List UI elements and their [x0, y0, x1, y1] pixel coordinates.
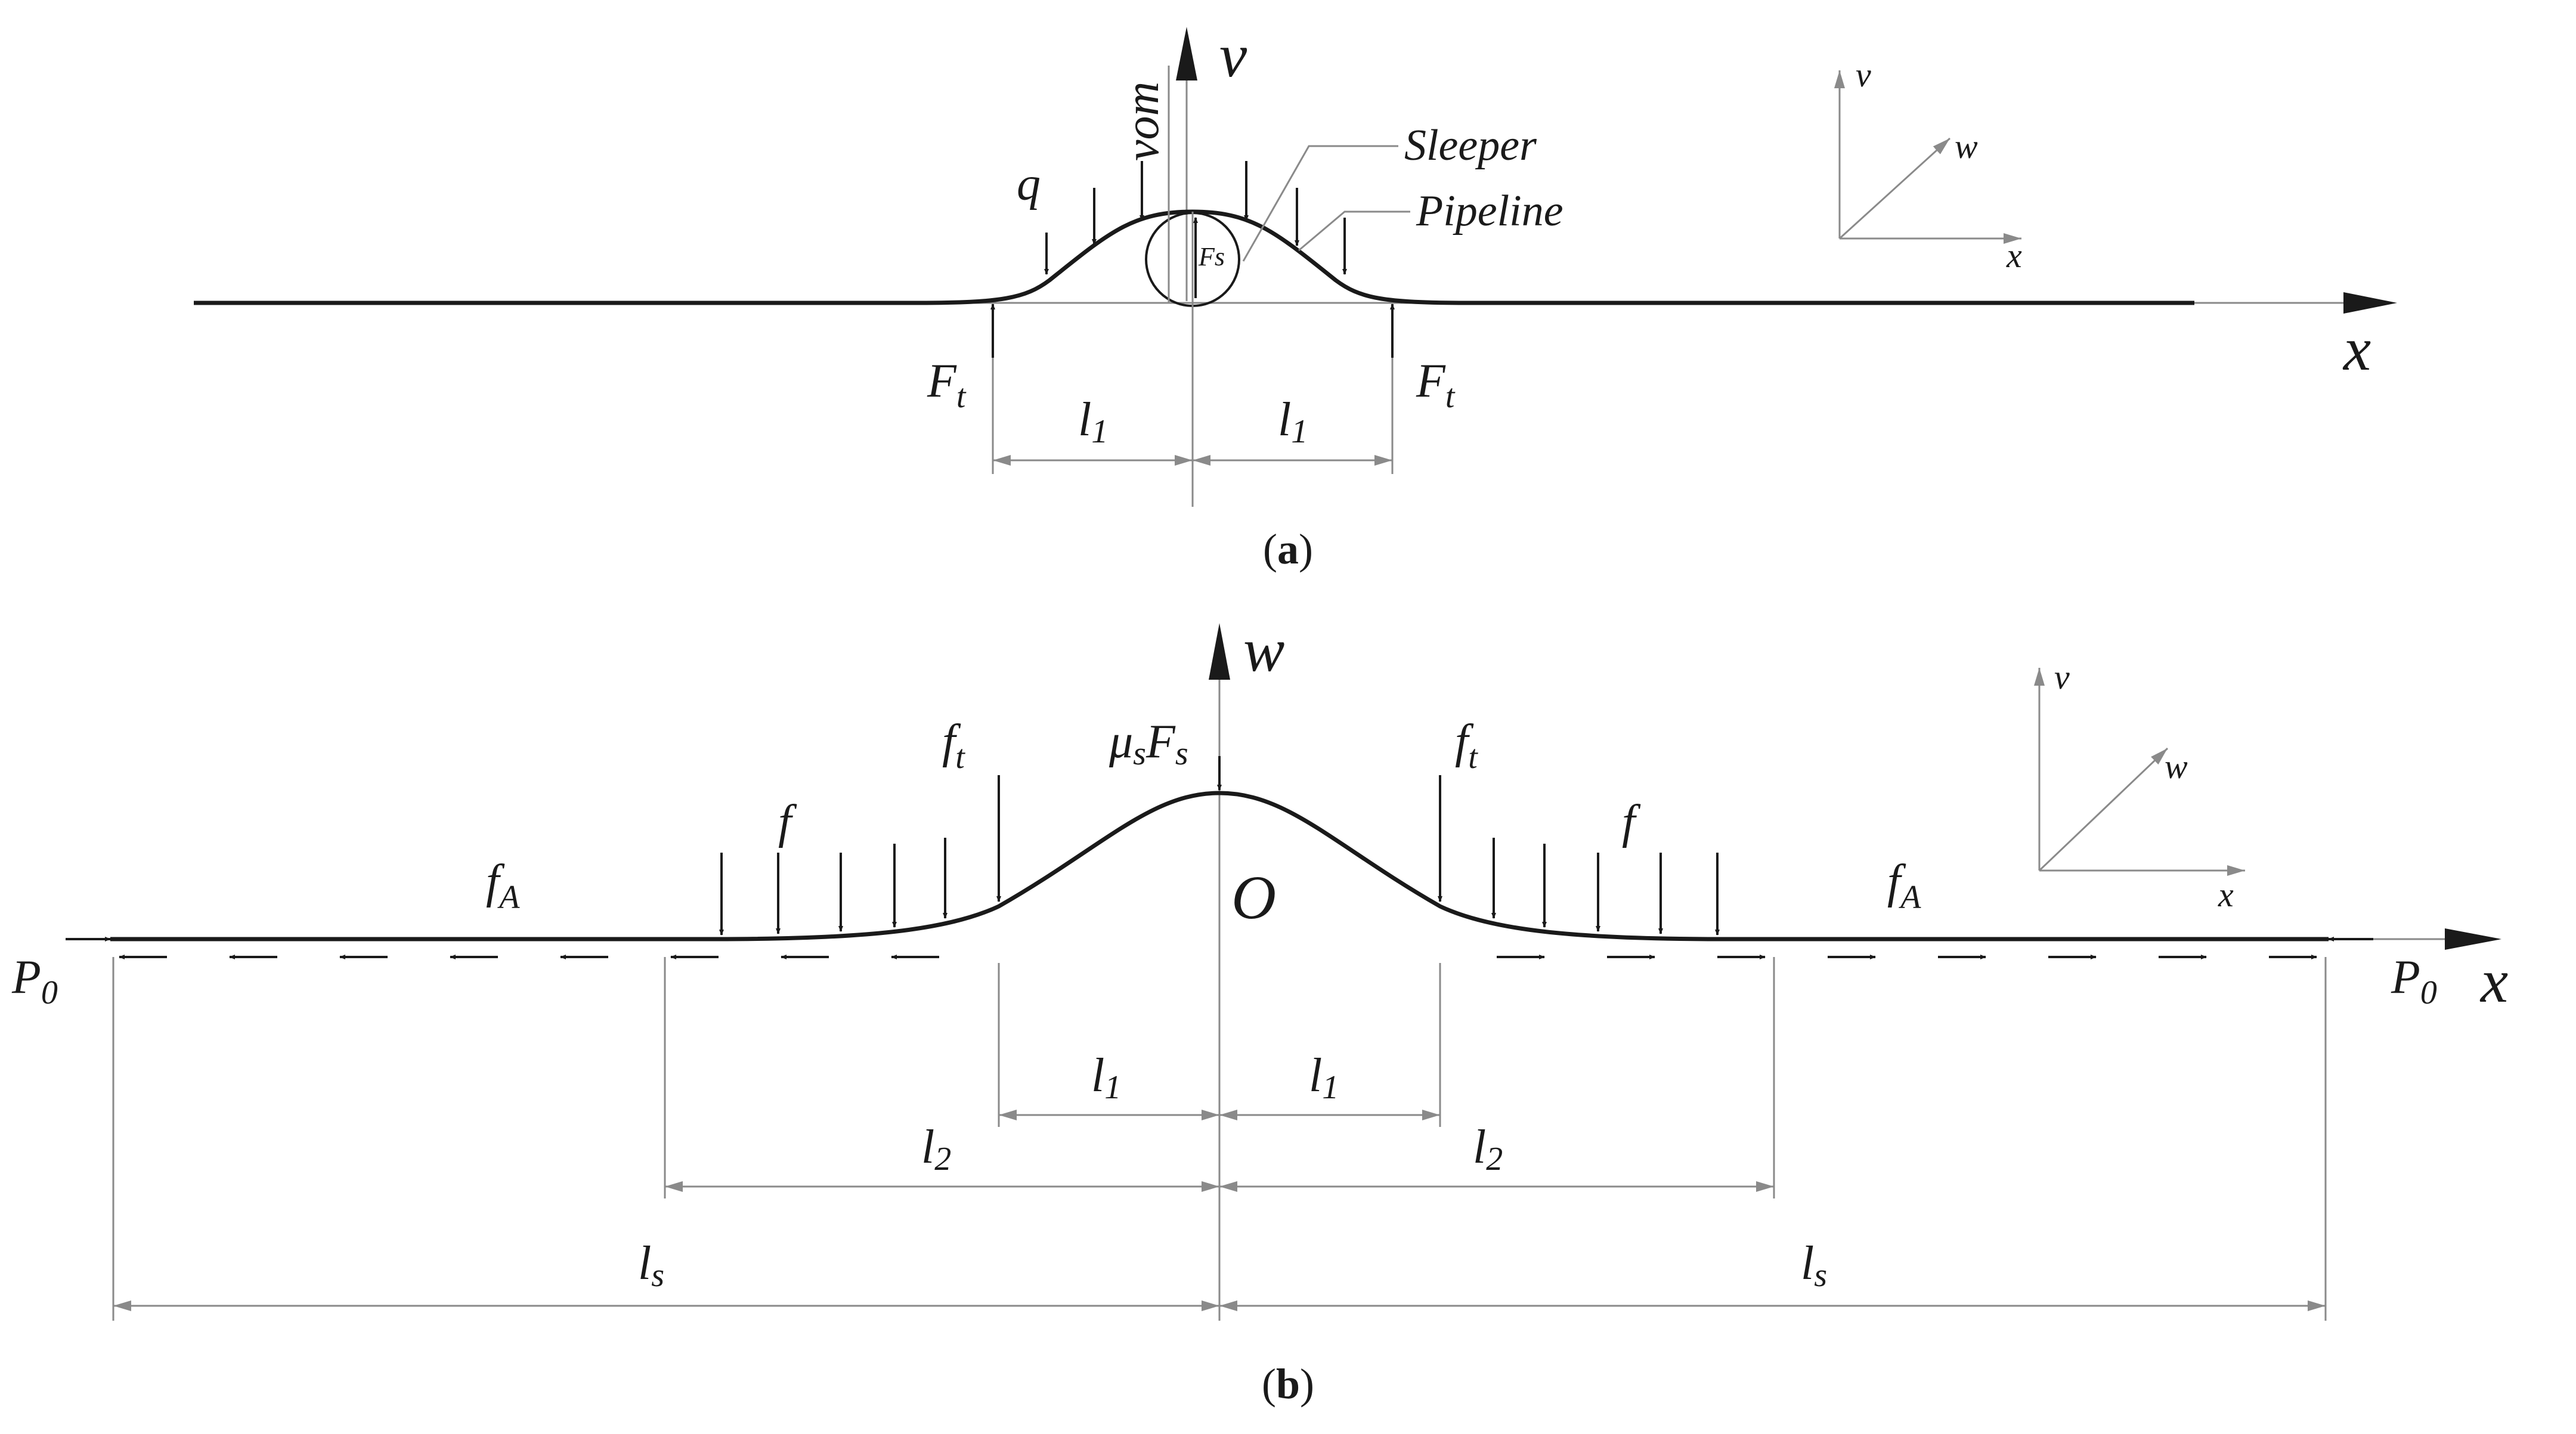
- vom-label: vom: [1116, 82, 1169, 161]
- ft-left-label: Ft: [927, 355, 967, 415]
- q-load-arrows: [1044, 161, 1347, 275]
- fs-label: Fs: [1198, 242, 1225, 271]
- panel-b: w x O ft ft μsFs f f fA fA P0 P0 l1 l1 l…: [11, 616, 2508, 1408]
- sleeper-callout: Sleeper: [1404, 121, 1537, 170]
- panel-b-coordinate-triad: v w x: [2034, 658, 2245, 914]
- p0-right-label: P0: [2391, 951, 2437, 1011]
- ft-left-label: ft: [942, 716, 965, 776]
- fa-left-label: fA: [486, 856, 520, 916]
- sleeper-leader: [1242, 145, 1398, 262]
- pipeline-leader: [1298, 210, 1410, 252]
- panel-a-triad-x: x: [2006, 236, 2022, 275]
- panel-a-v-axis-arrowhead: [1176, 27, 1197, 80]
- panel-a-l1-right-label: l1: [1278, 394, 1308, 450]
- panel-a-triad-v: v: [1856, 55, 1871, 94]
- panel-a-pipeline: [194, 209, 2194, 305]
- pipeline-callout: Pipeline: [1416, 187, 1563, 236]
- panel-b-w-axis-arrowhead: [1209, 623, 1230, 680]
- l1-right-label: l1: [1309, 1049, 1339, 1106]
- panel-a-coordinate-triad: v w x: [1834, 55, 2022, 275]
- origin-label: O: [1231, 863, 1276, 932]
- ls-right-label: ls: [1801, 1237, 1827, 1294]
- l1-left-label: l1: [1091, 1049, 1121, 1106]
- l2-left-label: l2: [921, 1121, 951, 1178]
- panel-b-pipeline: [110, 791, 2329, 941]
- panel-b-x-axis-arrowhead: [2445, 928, 2501, 950]
- panel-b-triad-x: x: [2218, 875, 2234, 914]
- panel-a-x-axis-label: x: [2342, 315, 2371, 383]
- f-left-load-arrows: [719, 838, 948, 936]
- panel-a: v x q vom Fs Ft Ft l1 l1 Sleeper Pipelin…: [194, 21, 2397, 573]
- panel-b-caption: (b): [1262, 1360, 1314, 1408]
- ft-right-label: ft: [1455, 716, 1478, 776]
- panel-b-triad-v: v: [2054, 658, 2070, 696]
- fa-right-label: fA: [1887, 856, 1921, 916]
- panel-a-l1-left-label: l1: [1078, 394, 1108, 450]
- q-label: q: [1017, 158, 1041, 210]
- f-right-label: f: [1622, 796, 1641, 848]
- panel-b-x-axis-label: x: [2479, 947, 2508, 1015]
- mus-fs-label: μsFs: [1109, 716, 1188, 772]
- panel-a-caption: (a): [1263, 525, 1313, 573]
- panel-a-x-axis-arrowhead: [2343, 292, 2397, 314]
- l2-right-label: l2: [1473, 1121, 1503, 1178]
- panel-b-w-axis-label: w: [1243, 616, 1284, 685]
- ls-left-label: ls: [638, 1237, 664, 1294]
- panel-a-triad-w: w: [1955, 127, 1978, 166]
- f-left-label: f: [778, 796, 797, 848]
- panel-a-v-axis-label: v: [1219, 21, 1247, 90]
- f-right-load-arrows: [1491, 838, 1720, 936]
- p0-left-label: P0: [11, 951, 58, 1011]
- panel-b-triad-w: w: [2165, 747, 2188, 786]
- ft-right-label: Ft: [1416, 355, 1456, 415]
